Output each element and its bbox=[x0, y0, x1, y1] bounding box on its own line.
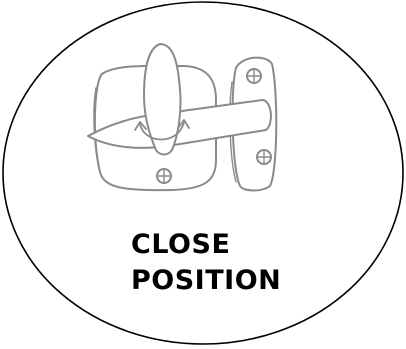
base-screw bbox=[157, 169, 171, 183]
caption-line-close: CLOSE bbox=[131, 230, 230, 260]
keeper-screw-bottom bbox=[257, 150, 271, 164]
keeper-screw-top bbox=[247, 69, 261, 83]
caption-line-position: POSITION bbox=[131, 266, 281, 296]
cabinet-latch-closed-icon bbox=[88, 44, 276, 191]
